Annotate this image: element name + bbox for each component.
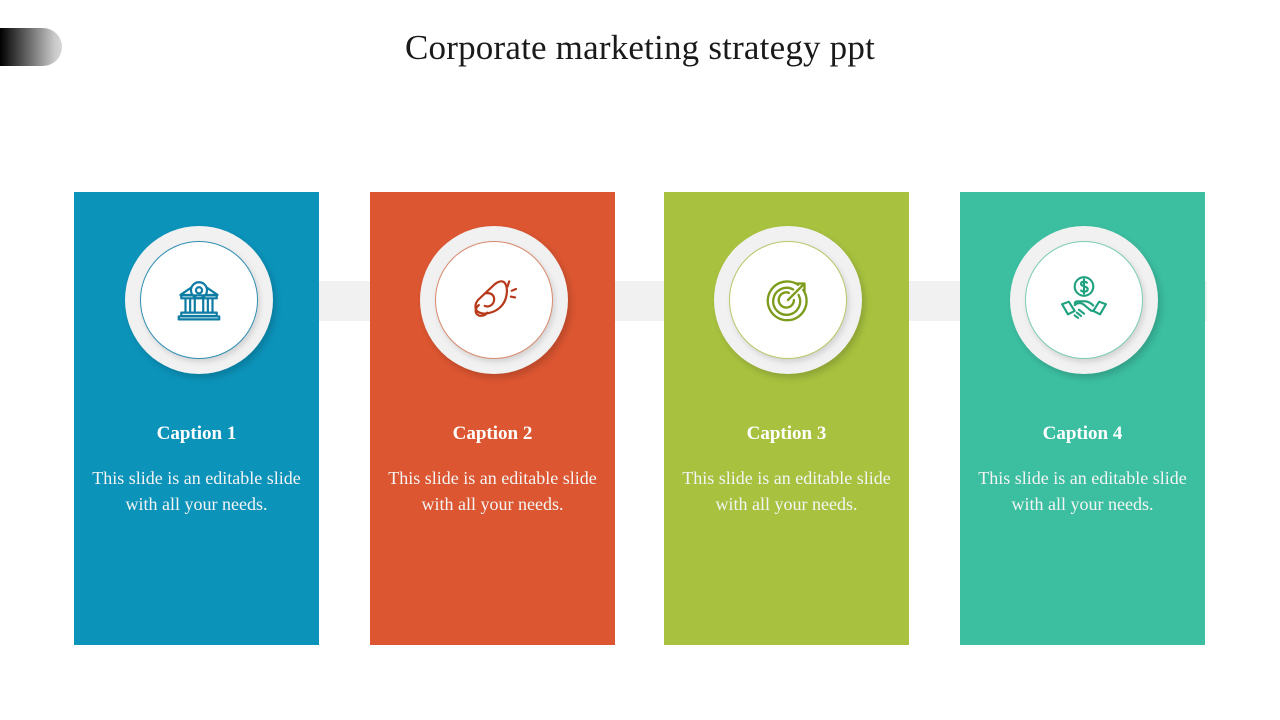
- caption-title-1: Caption 1: [156, 423, 237, 444]
- badge-inner-disc-2: [435, 241, 553, 359]
- badge-inner-disc-4: [1025, 241, 1143, 359]
- caption-body-3: This slide is an editable slide with all…: [682, 468, 891, 514]
- target-arrow-icon: [766, 280, 808, 322]
- megaphone-icon: [474, 280, 518, 317]
- caption-body-2: This slide is an editable slide with all…: [388, 468, 597, 514]
- caption-title-2: Caption 2: [452, 423, 533, 444]
- handshake-dollar-icon: [1061, 276, 1107, 319]
- badge-inner-disc-1: [140, 241, 258, 359]
- caption-body-1: This slide is an editable slide with all…: [92, 468, 301, 514]
- caption-title-4: Caption 4: [1042, 423, 1123, 444]
- step-icon-badge-1[interactable]: [125, 226, 273, 374]
- bank-building-icon: [177, 281, 221, 321]
- badge-inner-disc-3: [729, 241, 847, 359]
- step-icon-badge-4[interactable]: [1010, 226, 1158, 374]
- caption-title-3: Caption 3: [746, 423, 827, 444]
- caption-body-4: This slide is an editable slide with all…: [978, 468, 1187, 514]
- page-title: Corporate marketing strategy ppt: [404, 28, 875, 67]
- step-icon-badge-3[interactable]: [714, 226, 862, 374]
- step-icon-badge-2[interactable]: [420, 226, 568, 374]
- gradient-tab: [0, 28, 62, 66]
